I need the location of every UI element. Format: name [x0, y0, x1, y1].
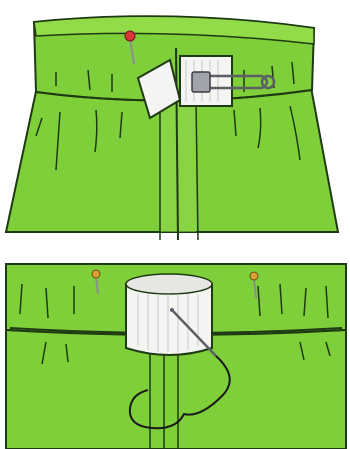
panel-waistband-sewn: [0, 258, 350, 449]
fabric-tab-icon: [126, 274, 212, 355]
panel-waistband-pinned: [0, 0, 350, 250]
